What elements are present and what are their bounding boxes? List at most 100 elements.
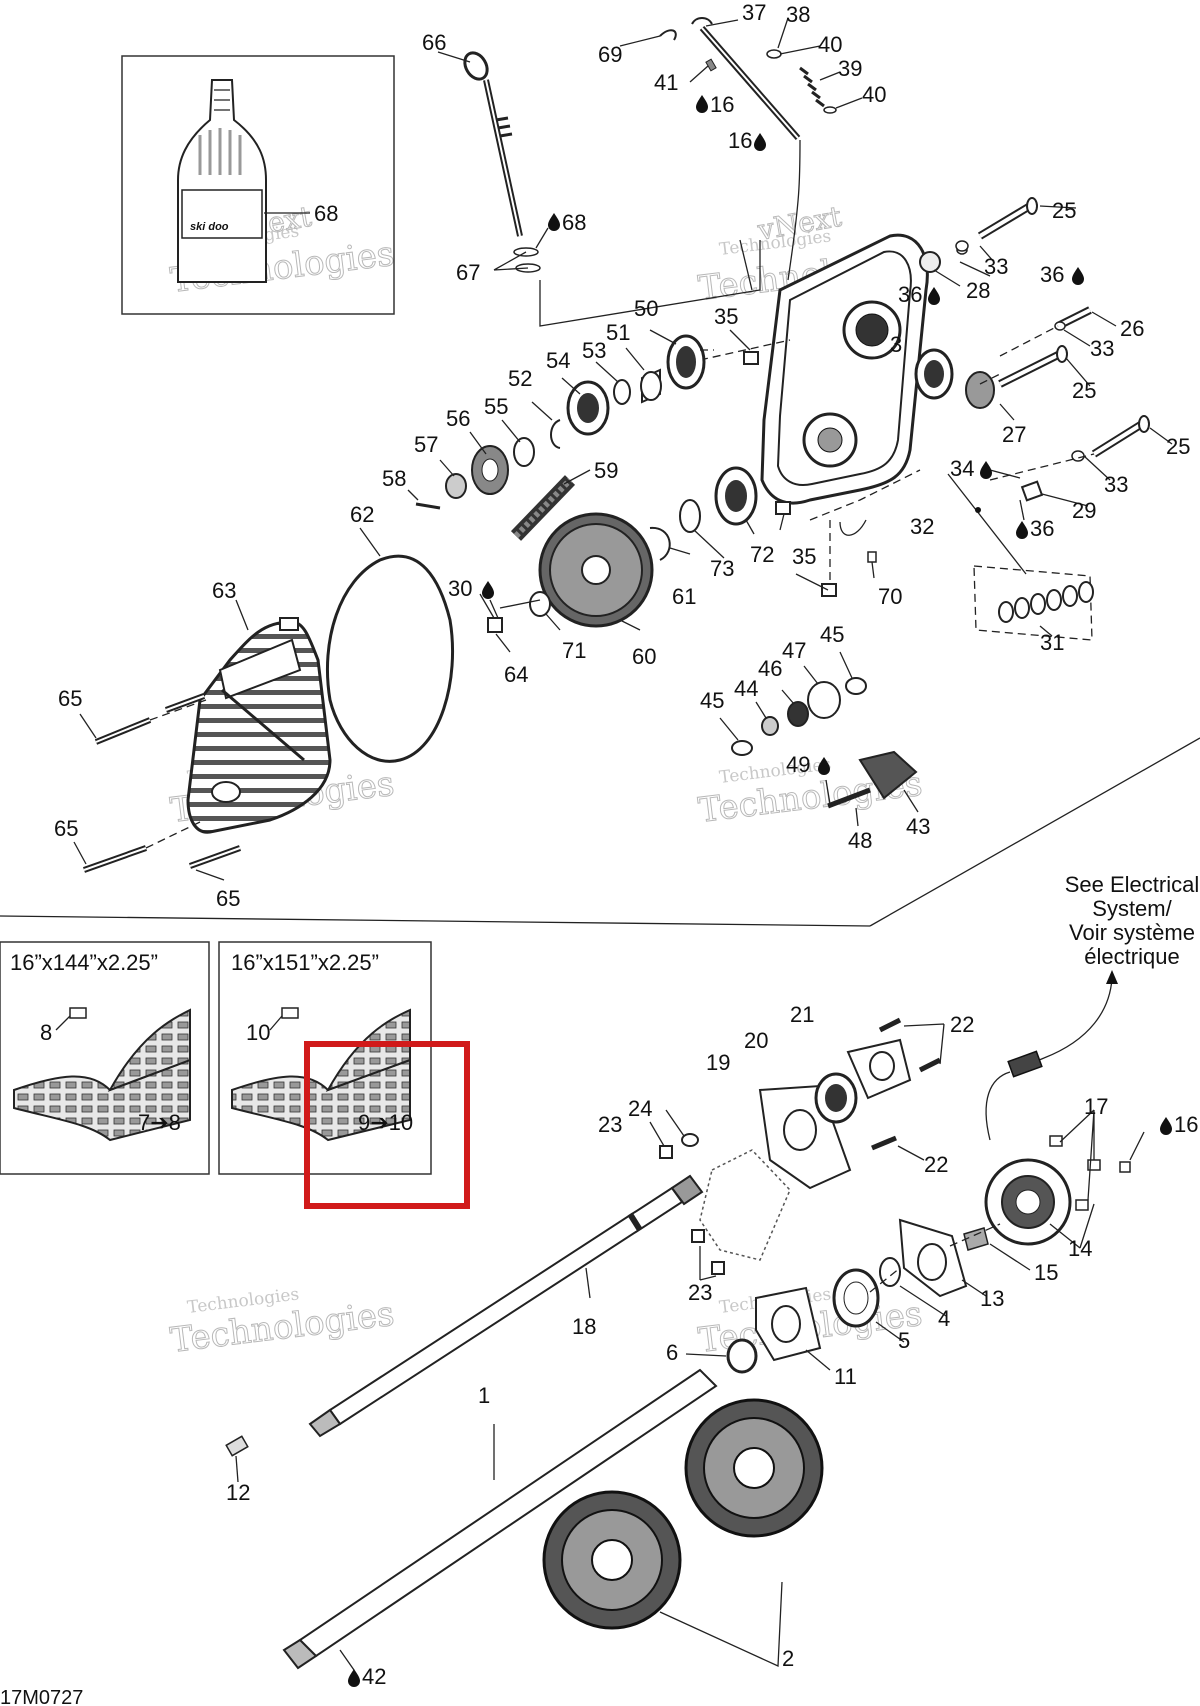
label-25-a: 25 [1052, 198, 1076, 223]
label-62: 62 [350, 502, 374, 527]
label-6: 6 [666, 1340, 678, 1365]
diagram-code: 17M0727 [0, 1687, 83, 1706]
oil-drop-icon [1160, 1117, 1172, 1135]
label-16-c: 16 [1174, 1112, 1198, 1137]
label-12: 12 [226, 1480, 250, 1505]
chaincase [699, 233, 995, 536]
label-57: 57 [414, 432, 438, 457]
section-divider [0, 915, 871, 927]
chaincase-cover [73, 527, 499, 881]
label-3: 3 [890, 332, 902, 357]
label-35-b: 35 [792, 544, 816, 569]
label-11: 11 [834, 1364, 857, 1389]
label-52: 52 [508, 366, 532, 391]
bolts-25 [933, 197, 1173, 521]
label-29: 29 [1072, 498, 1096, 523]
label-36-a: 36 [898, 282, 922, 307]
label-60: 60 [632, 644, 656, 669]
label-71: 71 [562, 638, 586, 663]
label-68: 68 [562, 210, 586, 235]
label-54: 54 [546, 348, 570, 373]
label-5: 5 [898, 1328, 910, 1353]
label-4: 4 [938, 1306, 950, 1331]
oil-drop-icon [696, 95, 708, 113]
oil-bottle-box: ski doo 68 [121, 55, 395, 315]
label-50: 50 [634, 296, 658, 321]
label-10: 10 [246, 1020, 270, 1045]
label-65-b: 65 [54, 816, 78, 841]
label-23-a: 23 [598, 1112, 622, 1137]
oil-drop-icon [980, 461, 992, 479]
oil-drop-icon [754, 133, 766, 151]
label-13: 13 [980, 1286, 1004, 1311]
label-30: 30 [448, 576, 472, 601]
label-36-b: 36 [1040, 262, 1064, 287]
label-14: 14 [1068, 1236, 1092, 1261]
label-36-c: 36 [1030, 516, 1054, 541]
label-34: 34 [950, 456, 974, 481]
label-73: 73 [710, 556, 734, 581]
oil-drop-icon [482, 581, 494, 599]
label-45-b: 45 [820, 622, 844, 647]
label-66: 66 [422, 30, 446, 55]
kit-label-9-10: 9➔10 [358, 1110, 413, 1135]
label-56: 56 [446, 406, 470, 431]
svg-text:Voir système: Voir système [1069, 920, 1195, 945]
label-47: 47 [782, 638, 806, 663]
label-58: 58 [382, 466, 406, 491]
label-22-a: 22 [950, 1012, 974, 1037]
label-19: 19 [706, 1050, 730, 1075]
track-size-144: 16”x144”x2.25” [10, 950, 158, 975]
label-55: 55 [484, 394, 508, 419]
label-2: 2 [782, 1646, 794, 1671]
label-39: 39 [838, 56, 862, 81]
axle-assembly [225, 1017, 1145, 1671]
label-48: 48 [848, 828, 872, 853]
label-24: 24 [628, 1096, 652, 1121]
drive-sprocket-stack [407, 329, 877, 653]
label-41: 41 [654, 70, 678, 95]
label-68-bottle: 68 [314, 201, 338, 226]
label-33-a: 33 [984, 254, 1008, 279]
label-18: 18 [572, 1314, 596, 1339]
dipstick [437, 51, 761, 327]
label-17: 17 [1084, 1094, 1108, 1119]
label-28: 28 [966, 278, 990, 303]
label-72: 72 [750, 542, 774, 567]
label-65-c: 65 [216, 886, 240, 911]
label-35-a: 35 [714, 304, 738, 329]
label-33-c: 33 [1104, 472, 1128, 497]
track-box-144: 16”x144”x2.25” 8 7➔8 [0, 941, 210, 1175]
label-40-a: 40 [818, 32, 842, 57]
track-size-151: 16”x151”x2.25” [231, 950, 379, 975]
label-44: 44 [734, 676, 758, 701]
label-64: 64 [504, 662, 528, 687]
label-15: 15 [1034, 1260, 1058, 1285]
kit-label-7-8: 7➔8 [138, 1110, 181, 1135]
svg-text:System/: System/ [1092, 896, 1172, 921]
label-46: 46 [758, 656, 782, 681]
highlight-box [304, 1041, 470, 1209]
label-69: 69 [598, 42, 622, 67]
label-22-b: 22 [924, 1152, 948, 1177]
svg-text:See Electrical: See Electrical [1065, 872, 1200, 897]
label-51: 51 [606, 320, 630, 345]
label-53: 53 [582, 338, 606, 363]
label-23-b: 23 [688, 1280, 712, 1305]
label-25-c: 25 [1166, 434, 1190, 459]
label-8: 8 [40, 1020, 52, 1045]
oil-drop-icon [1072, 267, 1084, 285]
oil-drop-icon [548, 213, 560, 231]
track-box-151: 16”x151”x2.25” 10 9➔10 [218, 941, 432, 1175]
label-42: 42 [362, 1664, 386, 1689]
tensioner-assembly [619, 17, 863, 281]
label-40-b: 40 [862, 82, 886, 107]
label-38: 38 [786, 2, 810, 27]
label-49: 49 [786, 752, 810, 777]
label-65-a: 65 [58, 686, 82, 711]
label-27: 27 [1002, 422, 1026, 447]
label-25-b: 25 [1072, 378, 1096, 403]
label-16-a: 16 [710, 92, 734, 117]
